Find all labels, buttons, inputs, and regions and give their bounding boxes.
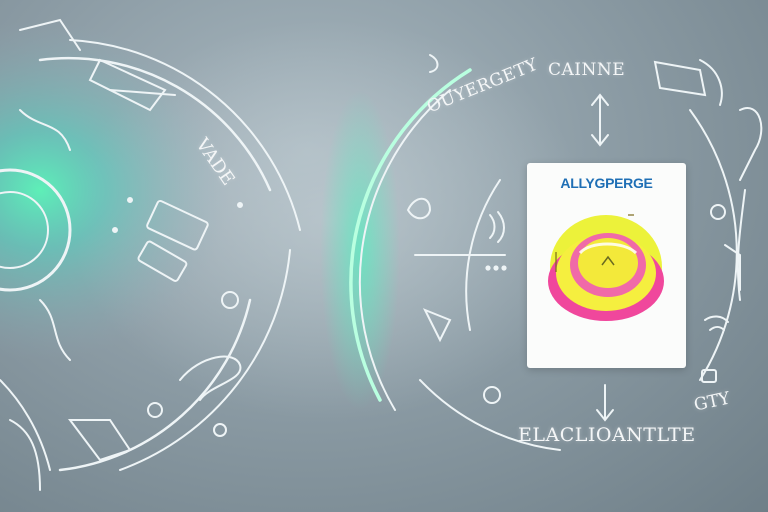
left-green-glow: [0, 20, 230, 360]
right-green-glow: [320, 90, 400, 410]
left-circular-machine: [0, 18, 301, 491]
right-circular-diagram: [320, 54, 763, 451]
artwork-text-top: CAINNE: [548, 60, 626, 80]
center-card: ALLYGPERGE: [527, 163, 686, 368]
badge-graphic: [548, 214, 664, 321]
card-title: ALLYGPERGE: [560, 175, 653, 191]
artwork-text-bottom: ELACLIOANTLTE: [518, 424, 696, 446]
